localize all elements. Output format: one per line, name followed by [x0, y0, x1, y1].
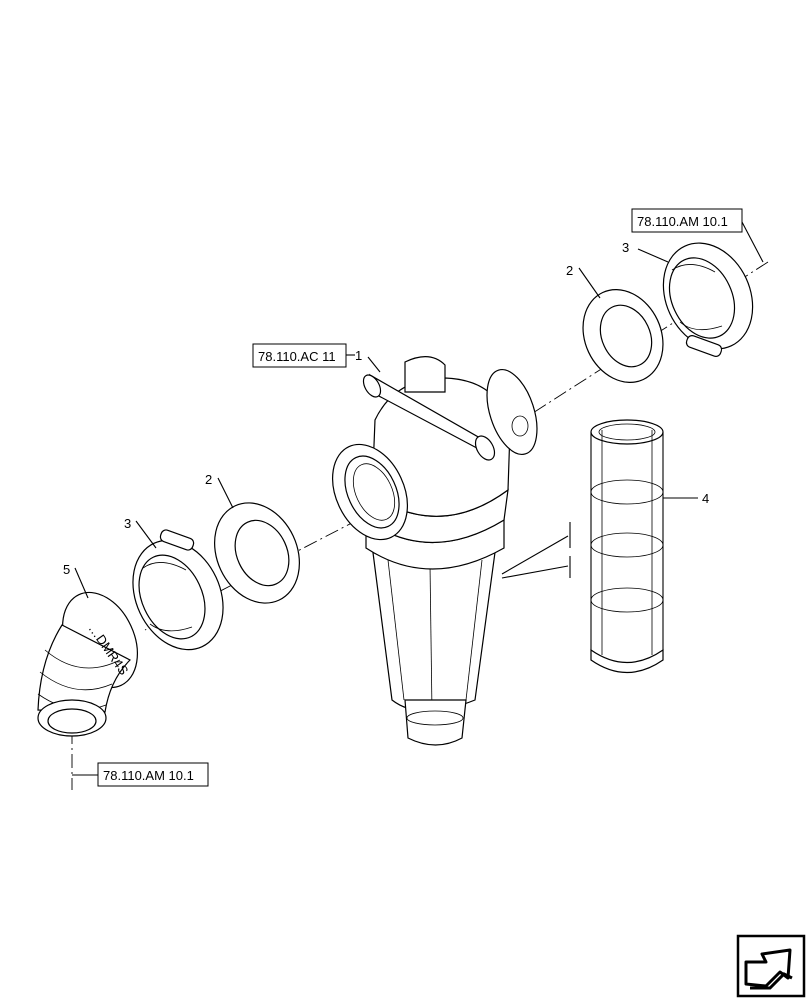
clamp-left: [132, 529, 224, 651]
reference-label-filter-body: 78.110.AC 11: [258, 349, 336, 364]
reference-label-bottom-left: 78.110.AM 10.1: [103, 768, 194, 783]
navigation-arrow-icon[interactable]: [736, 934, 806, 998]
clamp-right: [662, 242, 754, 357]
callout-2-left: 2: [205, 472, 212, 487]
callout-3-left: 3: [124, 516, 131, 531]
reference-label-top-right: 78.110.AM 10.1: [637, 214, 728, 229]
callout-1: 1: [355, 348, 362, 363]
reference-box-filter-body: 78.110.AC 11: [252, 343, 347, 368]
callout-5: 5: [63, 562, 70, 577]
filter-body: [332, 356, 538, 746]
elbow-hose: …DMR4S: [37, 591, 138, 737]
gasket-left: [214, 502, 300, 604]
leader-lines: [72, 221, 764, 776]
reference-box-bottom-left: 78.110.AM 10.1: [97, 762, 209, 787]
reference-box-top-right: 78.110.AM 10.1: [631, 208, 743, 233]
filter-screen: [590, 419, 664, 674]
gasket-right: [582, 289, 664, 383]
callout-4: 4: [702, 491, 709, 506]
callout-3-right: 3: [622, 240, 629, 255]
callout-2-right: 2: [566, 263, 573, 278]
callout-numbers: 1 2 3 2 3 4 5: [63, 240, 709, 577]
